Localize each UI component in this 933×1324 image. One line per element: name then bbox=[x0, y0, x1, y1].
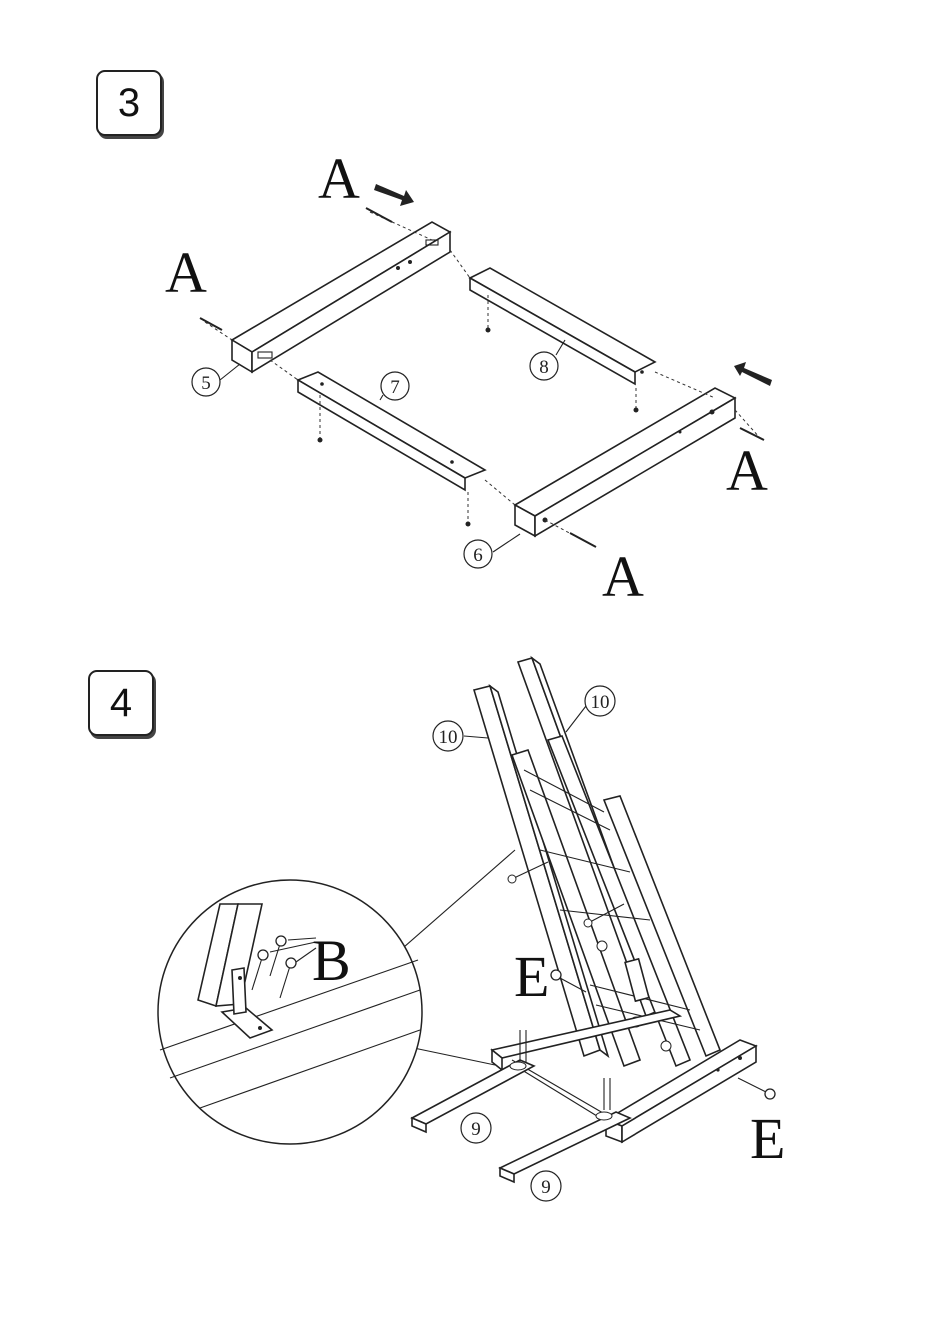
callout-part-8: 8 bbox=[530, 352, 558, 380]
step-4-diagram: 10 10 9 9 B E E bbox=[158, 658, 785, 1201]
crossbar-part-8 bbox=[470, 268, 655, 384]
callout-part-9-left: 9 bbox=[461, 1113, 491, 1143]
svg-text:10: 10 bbox=[439, 727, 458, 748]
rail-part-5 bbox=[232, 222, 450, 372]
svg-text:9: 9 bbox=[541, 1177, 551, 1198]
hardware-letter-a: A bbox=[165, 240, 207, 305]
hardware-letter-a: A bbox=[726, 438, 768, 503]
hardware-letter-a: A bbox=[318, 146, 360, 211]
hardware-letter-a: A bbox=[602, 544, 644, 609]
callout-part-7: 7 bbox=[381, 372, 409, 400]
arrow-icon bbox=[374, 184, 414, 206]
rail-part-6 bbox=[515, 388, 735, 536]
svg-text:6: 6 bbox=[473, 545, 483, 566]
svg-text:9: 9 bbox=[471, 1119, 481, 1140]
hardware-letter-e: E bbox=[750, 1106, 785, 1171]
svg-text:5: 5 bbox=[201, 373, 211, 394]
callout-part-5: 5 bbox=[192, 368, 220, 396]
callout-part-6: 6 bbox=[464, 540, 492, 568]
bolt-icon bbox=[200, 208, 764, 547]
callout-part-10-left: 10 bbox=[433, 721, 463, 751]
step-3-diagram: 5 6 7 8 A A A A bbox=[165, 146, 772, 609]
foot-part-9-right bbox=[500, 1112, 630, 1182]
hardware-letter-e: E bbox=[514, 944, 549, 1009]
callout-part-10-right: 10 bbox=[585, 686, 615, 716]
arrow-icon bbox=[734, 362, 772, 386]
svg-text:8: 8 bbox=[539, 357, 549, 378]
svg-text:10: 10 bbox=[591, 692, 610, 713]
hardware-letter-b: B bbox=[312, 928, 351, 993]
callout-part-9-right: 9 bbox=[531, 1171, 561, 1201]
svg-text:7: 7 bbox=[390, 377, 400, 398]
